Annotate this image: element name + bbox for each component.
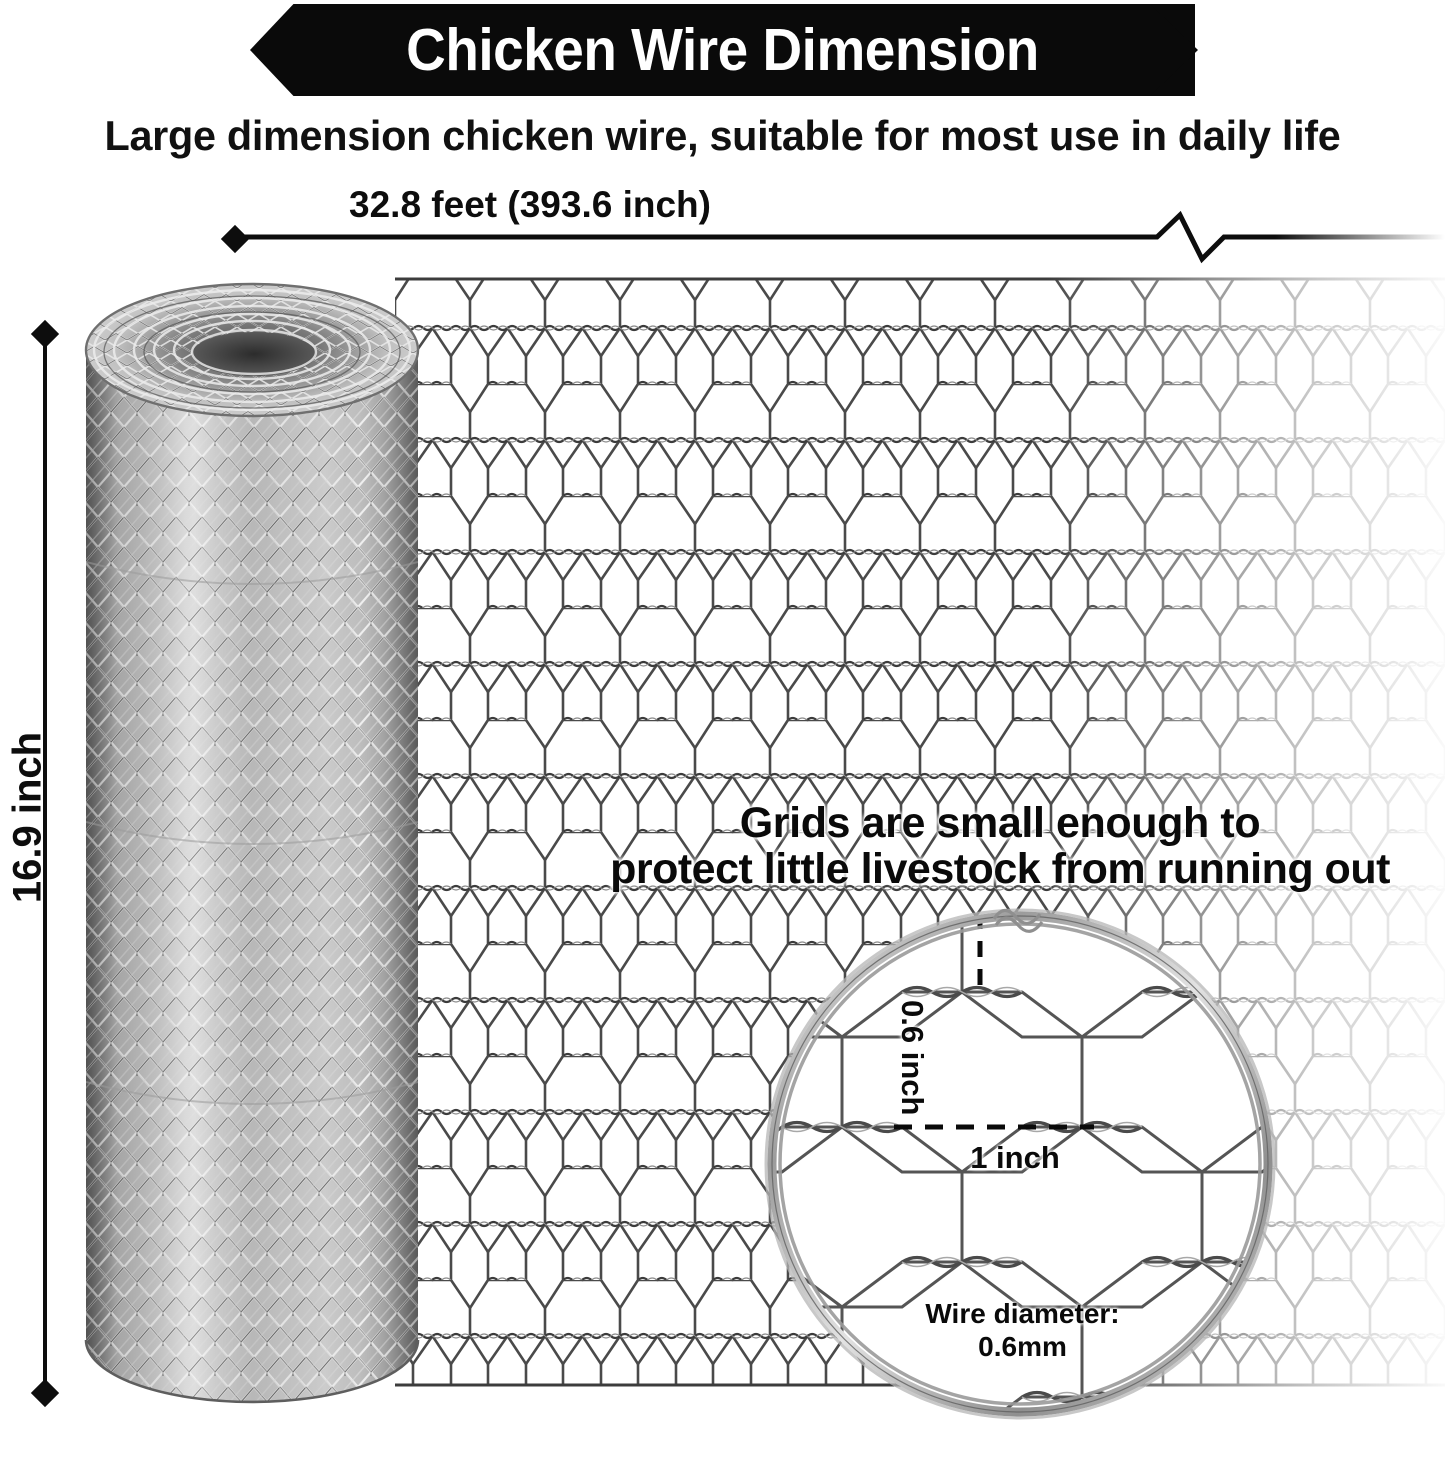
- grids-callout-line1: Grids are small enough to: [739, 799, 1261, 847]
- cell-height-label: 0.6 inch: [895, 1000, 930, 1116]
- page-title: Chicken Wire Dimension: [406, 17, 1039, 83]
- height-dimension-diamond-top: [30, 319, 60, 349]
- wire-diameter-line2: 0.6mm: [978, 1331, 1067, 1363]
- wire-diameter-label: Wire diameter: 0.6mm: [890, 1297, 1155, 1363]
- chicken-wire-roll: [84, 282, 420, 1404]
- length-dimension-breakline: [232, 210, 1445, 264]
- grids-callout: Grids are small enough to protect little…: [555, 800, 1445, 893]
- length-dimension-label: 32.8 feet (393.6 inch): [349, 184, 711, 225]
- wire-diameter-line1: Wire diameter:: [925, 1298, 1120, 1329]
- cell-width-label: 1 inch: [970, 1140, 1060, 1175]
- height-dimension-line: [43, 333, 47, 1395]
- grids-callout-line2: protect little livestock from running ou…: [610, 845, 1390, 894]
- magnifier-detail-circle: [764, 908, 1276, 1420]
- subtitle: Large dimension chicken wire, suitable f…: [104, 112, 1341, 159]
- height-dimension-diamond-bottom: [30, 1378, 60, 1408]
- title-banner-shape: [250, 4, 1195, 96]
- height-dimension-label: 16.9 inch: [5, 731, 50, 904]
